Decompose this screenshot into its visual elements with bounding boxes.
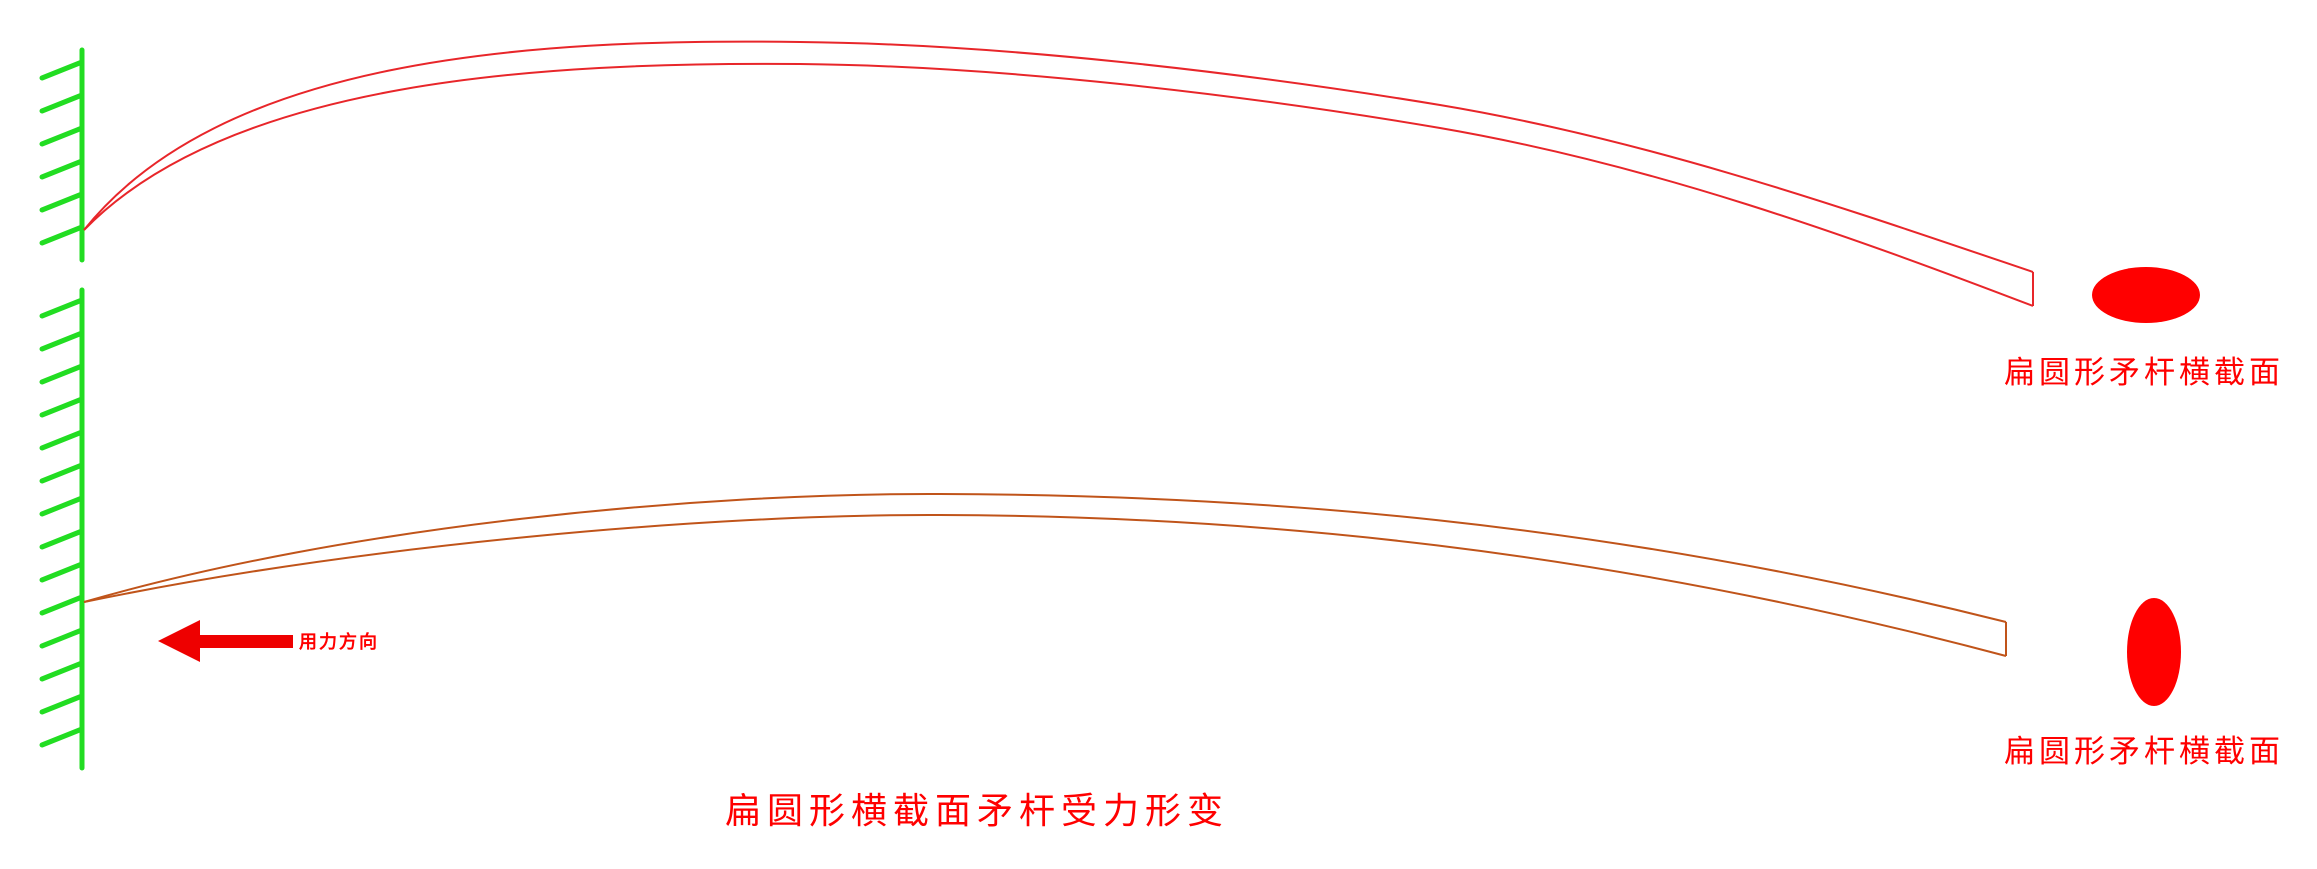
force-direction-arrow bbox=[158, 620, 293, 662]
fixed-wall bbox=[39, 47, 85, 771]
shaft-top bbox=[83, 40, 2034, 307]
shaft-bottom-lower-edge bbox=[83, 513, 2007, 657]
shaft-top-lower-edge bbox=[83, 62, 2034, 307]
diagram-title: 扁圆形横截面矛杆受力形变 bbox=[725, 791, 1229, 832]
cross-section-label-bottom: 扁圆形矛杆横截面 bbox=[2004, 734, 2284, 770]
shaft-top-upper-edge bbox=[83, 40, 2034, 273]
cross-section-flat-ellipse bbox=[2092, 267, 2200, 323]
wall-segment-bottom bbox=[39, 287, 85, 771]
cross-section-upright-ellipse bbox=[2127, 598, 2181, 706]
cross-section-label-top: 扁圆形矛杆横截面 bbox=[2004, 355, 2284, 391]
shaft-bottom bbox=[83, 492, 2007, 657]
wall-segment-top bbox=[39, 47, 85, 263]
force-direction-label: 用力方向 bbox=[299, 631, 379, 653]
shaft-bottom-upper-edge bbox=[83, 492, 2007, 623]
